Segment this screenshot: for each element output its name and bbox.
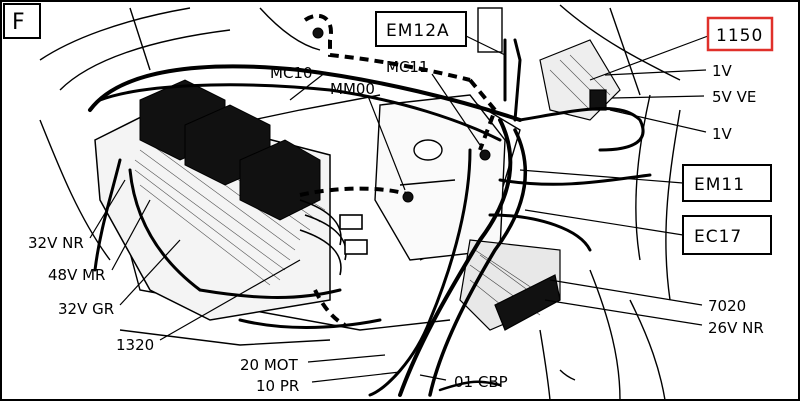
label-01-cbp: 01 CBP <box>454 373 508 391</box>
wire-labels: MC10 MM00 MC11 1V 5V VE 1V 32V NR 48V MR… <box>28 58 764 395</box>
connector-1150-highlight <box>706 16 774 52</box>
label-20-mot: 20 MOT <box>240 356 299 374</box>
label-7020: 7020 <box>708 297 746 315</box>
label-32v-gr: 32V GR <box>58 300 114 318</box>
ground-points <box>312 27 491 203</box>
component-1150-body <box>539 39 621 121</box>
label-mm00: MM00 <box>330 80 375 98</box>
connector-em11-label: EM11 <box>694 175 745 195</box>
label-5v-ve: 5V VE <box>712 88 756 106</box>
fuse-box-connectors <box>299 199 368 276</box>
label-1v-mid: 1V <box>712 125 733 143</box>
leader-lines <box>89 35 709 383</box>
label-26v-nr: 26V NR <box>708 319 764 337</box>
connector-em12a-label: EM12A <box>386 21 450 41</box>
connector-em12a: EM12A <box>375 11 467 47</box>
connector-em11: EM11 <box>682 164 772 202</box>
connector-1150-label: 1150 <box>716 26 763 46</box>
wiring-harness <box>88 7 652 397</box>
label-48v-mr: 48V MR <box>48 266 105 284</box>
view-letter: F <box>12 10 25 35</box>
label-1v-top: 1V <box>712 62 733 80</box>
label-mc11: MC11 <box>386 58 429 76</box>
connector-ec17: EC17 <box>682 215 772 255</box>
view-letter-box: F <box>3 3 41 39</box>
connector-ec17-label: EC17 <box>694 227 742 247</box>
label-mc10: MC10 <box>270 64 313 82</box>
dashed-signal-lines <box>299 13 498 327</box>
label-1320: 1320 <box>116 336 154 354</box>
label-10-pr: 10 PR <box>256 377 299 395</box>
connector-1150: 1150 <box>706 16 774 52</box>
connector-7020-block <box>459 239 561 331</box>
label-32v-nr: 32V NR <box>28 234 84 252</box>
